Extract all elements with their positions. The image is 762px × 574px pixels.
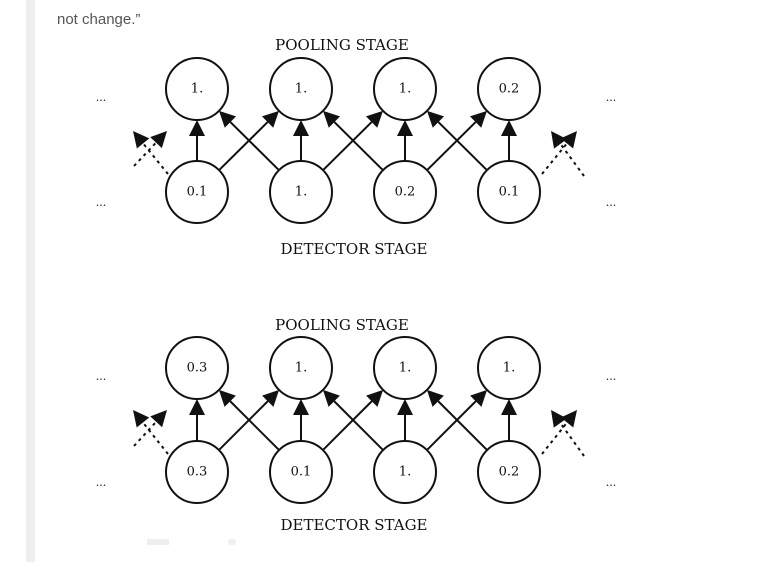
arrow-line [426, 400, 477, 451]
detector-node-value: 0.1 [187, 185, 208, 200]
detector-stage-label: DETECTOR STAGE [281, 240, 428, 258]
arrowhead-icon [150, 131, 167, 149]
pooling-node-value: 1. [399, 361, 411, 376]
detector-node [269, 440, 333, 504]
detector-node [477, 160, 541, 224]
arrowhead-icon [261, 110, 279, 128]
arrowhead-icon [560, 410, 577, 428]
arrow-line [322, 400, 373, 451]
pooling-node-value: 0.2 [499, 82, 520, 97]
detector-node-value: 1. [295, 185, 307, 200]
arrowhead-icon [551, 410, 567, 428]
detector-node [269, 160, 333, 224]
ellipsis-right: ... [606, 370, 617, 383]
pooling-stage-label: POOLING STAGE [275, 36, 409, 54]
arrowhead-icon [397, 399, 413, 415]
arrow-line [426, 121, 477, 171]
arrowhead-icon [427, 110, 445, 128]
detector-node-value: 1. [399, 465, 411, 480]
detector-node [165, 440, 229, 504]
pooling-node [165, 336, 229, 400]
ellipsis-left: ... [96, 196, 107, 209]
detector-stage-label: DETECTOR STAGE [281, 516, 428, 534]
ellipsis-left: ... [96, 476, 107, 489]
arrowhead-icon [133, 131, 150, 149]
faded-mark [228, 539, 236, 545]
dashed-arrow-line [133, 141, 157, 167]
arrowhead-icon [501, 399, 517, 415]
detector-node [165, 160, 229, 224]
arrowhead-icon [189, 120, 205, 136]
pooling-node [373, 57, 437, 121]
ellipsis-right: ... [606, 476, 617, 489]
arrowhead-icon [150, 410, 167, 428]
arrowhead-icon [426, 389, 444, 407]
dashed-arrow-line [142, 142, 169, 175]
detector-node-value: 0.1 [291, 465, 312, 480]
arrow-line [218, 121, 269, 171]
pooling-node [477, 336, 541, 400]
arrowhead-icon [501, 120, 517, 136]
faded-mark [147, 539, 169, 545]
arrowhead-icon [293, 120, 309, 136]
arrowhead-icon [365, 110, 383, 128]
detector-node [373, 440, 437, 504]
detector-node [373, 160, 437, 224]
pooling-node-value: 1. [191, 82, 203, 97]
arrow-line [437, 121, 488, 171]
arrow-line [229, 400, 280, 451]
arrowhead-icon [470, 389, 488, 407]
arrow-line [333, 121, 384, 171]
arrowhead-icon [323, 110, 341, 128]
arrow-line [322, 121, 373, 171]
pooling-node-value: 1. [295, 82, 307, 97]
pooling-node-value: 1. [503, 361, 515, 376]
ellipsis-right: ... [606, 91, 617, 104]
arrowhead-icon [218, 389, 236, 407]
pooling-node [269, 336, 333, 400]
arrowhead-icon [293, 399, 309, 415]
detector-node-value: 0.3 [187, 465, 208, 480]
pooling-node [373, 336, 437, 400]
pooling-node-value: 0.3 [187, 361, 208, 376]
dashed-arrow-line [559, 422, 585, 457]
arrow-line [333, 400, 384, 451]
ellipsis-left: ... [96, 370, 107, 383]
arrowhead-icon [397, 120, 413, 136]
arrowhead-icon [322, 389, 340, 407]
caption-text: not change.” [57, 11, 141, 28]
arrowhead-icon [133, 410, 150, 428]
arrowhead-icon [262, 389, 280, 407]
arrowhead-icon [560, 131, 577, 149]
ellipsis-right: ... [606, 196, 617, 209]
pooling-node [477, 57, 541, 121]
arrow-line [218, 400, 269, 451]
pooling-node-value: 1. [295, 361, 307, 376]
arrow-line [437, 400, 488, 451]
arrowhead-icon [551, 131, 567, 149]
dashed-arrow-line [559, 143, 585, 177]
dashed-arrow-line [133, 421, 157, 447]
detector-node-value: 0.2 [499, 465, 520, 480]
dashed-arrow-line [142, 421, 169, 455]
detector-node-value: 0.2 [395, 185, 416, 200]
arrowhead-icon [189, 399, 205, 415]
pooling-node [165, 57, 229, 121]
detector-node [477, 440, 541, 504]
ellipsis-left: ... [96, 91, 107, 104]
quote-bar [26, 0, 35, 562]
arrowhead-icon [469, 110, 487, 128]
arrow-line [229, 121, 280, 171]
pooling-node [269, 57, 333, 121]
arrowhead-icon [219, 110, 237, 128]
detector-node-value: 0.1 [499, 185, 520, 200]
arrowhead-icon [366, 389, 384, 407]
pooling-stage-label: POOLING STAGE [275, 316, 409, 334]
pooling-node-value: 1. [399, 82, 411, 97]
